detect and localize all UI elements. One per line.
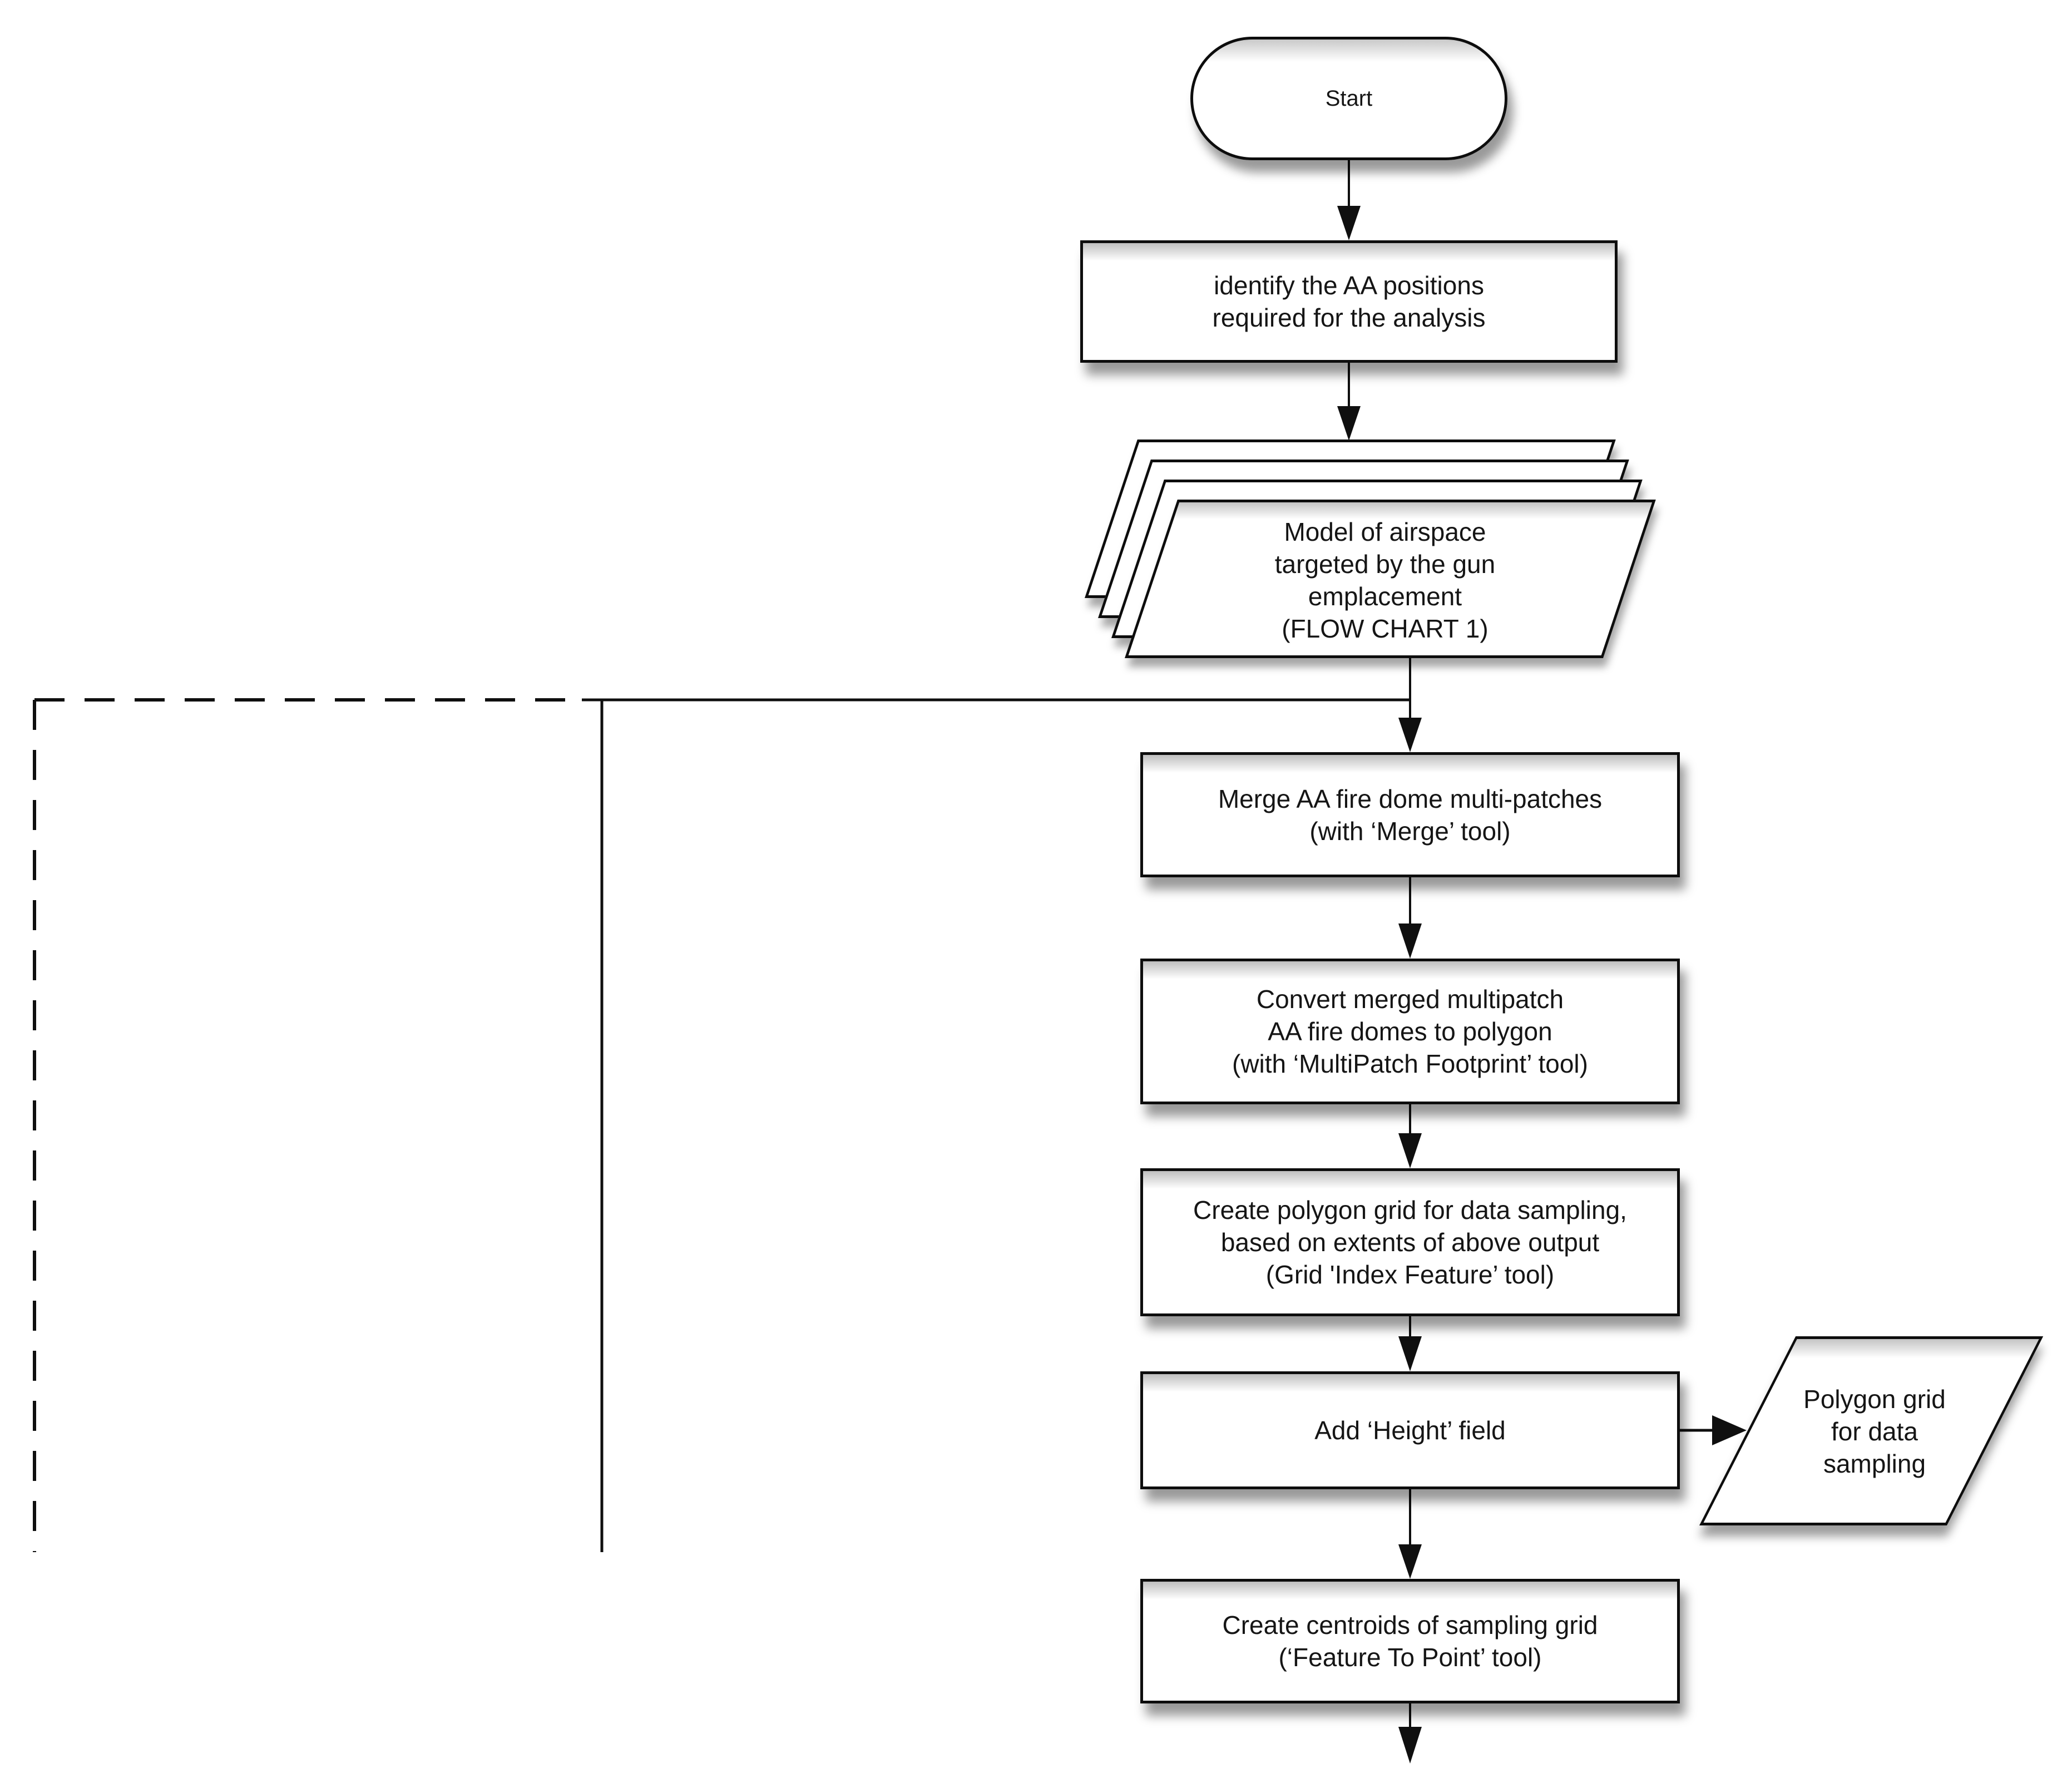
arrowhead-right-icon [1712, 1415, 1747, 1445]
arrowhead-down-icon [1398, 1336, 1422, 1371]
node-airspace-model-labelbox: Model of airspace targeted by the gun em… [1163, 503, 1608, 656]
arrowhead-down-icon [1398, 718, 1422, 752]
node-merge-domes: Merge AA fire dome multi-patches (with ‘… [1140, 752, 1680, 877]
arrowhead-down-icon [1398, 923, 1422, 959]
node-airspace-model-label: Model of airspace targeted by the gun em… [1274, 517, 1496, 643]
node-identify-positions-label: identify the AA positions required for t… [1212, 271, 1486, 332]
node-merge-domes-label: Merge AA fire dome multi-patches (with ‘… [1218, 784, 1603, 846]
node-create-centroids-label: Create centroids of sampling grid (‘Feat… [1222, 1611, 1598, 1672]
arrowhead-down-icon [1398, 1544, 1422, 1579]
node-add-height-field-label: Add ‘Height’ field [1314, 1416, 1506, 1445]
node-start-label: Start [1325, 86, 1373, 111]
node-convert-multipatch-label: Convert merged multipatch AA fire domes … [1232, 985, 1588, 1078]
arrowhead-down-icon [1398, 1727, 1422, 1764]
arrowhead-down-icon [1398, 1133, 1422, 1168]
node-start: Start [1190, 37, 1507, 160]
arrowhead-down-icon [1337, 406, 1361, 441]
node-create-polygon-grid: Create polygon grid for data sampling, b… [1140, 1168, 1680, 1316]
node-polygon-grid-output-label: Polygon grid for data sampling [1803, 1384, 1946, 1478]
node-create-polygon-grid-label: Create polygon grid for data sampling, b… [1193, 1196, 1627, 1289]
node-polygon-grid-output-labelbox: Polygon grid for data sampling [1758, 1344, 1991, 1519]
node-identify-positions: identify the AA positions required for t… [1080, 240, 1618, 363]
arrowhead-down-icon [1337, 206, 1361, 240]
node-add-height-field: Add ‘Height’ field [1140, 1371, 1680, 1489]
node-convert-multipatch: Convert merged multipatch AA fire domes … [1140, 959, 1680, 1104]
node-create-centroids: Create centroids of sampling grid (‘Feat… [1140, 1579, 1680, 1703]
